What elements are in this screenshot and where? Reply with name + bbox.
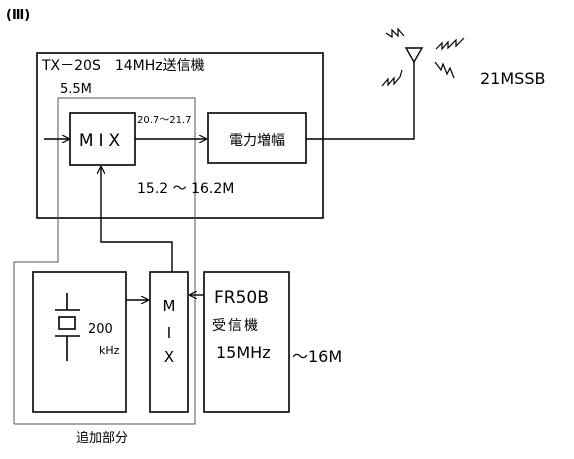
antenna-icon <box>404 47 424 64</box>
receiver-name: 受信機 <box>212 318 260 334</box>
radiation-wave-icon <box>385 27 405 39</box>
receiver-frequency: 15MHz <box>216 343 271 362</box>
addon-caption: 追加部分 <box>76 430 128 446</box>
crystal-oscillator-box <box>32 271 127 413</box>
amp-to-antenna-line <box>306 62 415 140</box>
radiation-wave-icon <box>435 37 465 51</box>
receiver-box <box>203 271 290 413</box>
radiation-wave-icon <box>381 69 403 87</box>
addon-mixer-label-i: I <box>167 324 171 342</box>
radiation-wave-icon <box>434 61 455 79</box>
tx-mixer-label: MIX <box>79 131 125 151</box>
addon-mixer-label-m: M <box>163 297 176 315</box>
power-amp-label: 電力増幅 <box>229 133 285 149</box>
addon-mixer-label-x: X <box>164 348 174 366</box>
power-amp-box <box>207 112 307 164</box>
lower-mixer-to-tx-mixer-line <box>101 167 173 272</box>
output-range-label: 20.7～21.7 <box>137 115 192 126</box>
vfo-range-label: 15.2 ～ 16.2M <box>137 181 234 197</box>
receiver-range: ～16M <box>292 347 342 366</box>
antenna-frequency-label: 21MSSB <box>480 69 545 88</box>
figure-label: (Ⅲ) <box>6 8 30 23</box>
receiver-model: FR50B <box>214 288 269 308</box>
crystal-frequency-unit: kHz <box>99 344 120 357</box>
transmitter-box <box>36 52 324 219</box>
if-frequency-label: 5.5M <box>60 82 92 97</box>
addon-mixer-box <box>149 271 189 413</box>
crystal-frequency-value: 200 <box>88 322 113 337</box>
crystal-icon <box>55 293 80 361</box>
addon-outline <box>13 97 196 425</box>
transmitter-title: TX－20S 14MHz送信機 <box>41 58 205 74</box>
